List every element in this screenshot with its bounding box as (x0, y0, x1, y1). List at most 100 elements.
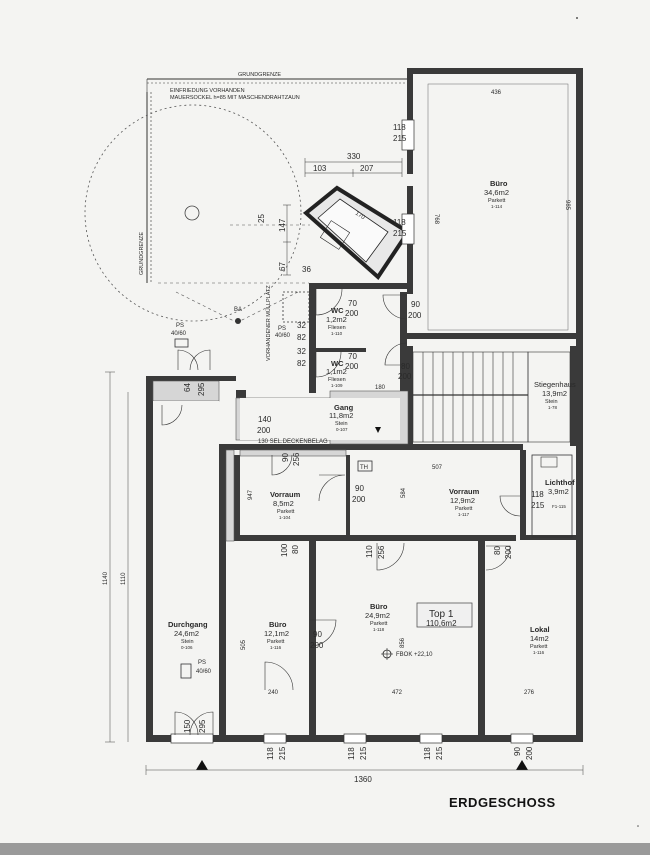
gang-interior (153, 398, 400, 735)
svg-text:14m2: 14m2 (530, 634, 549, 643)
dim-947: 947 (248, 489, 254, 500)
dim-70-b: 70 (348, 352, 357, 361)
th-box (357, 460, 373, 472)
dim-118-c: 118 (531, 490, 544, 499)
svg-text:0-107: 0-107 (336, 427, 348, 432)
annex-dim-lines (283, 158, 403, 276)
svg-text:13,9m2: 13,9m2 (542, 389, 567, 398)
dim-90-c: 90 (355, 484, 364, 493)
ps-label-durchgang: PS (198, 660, 206, 666)
dim-1360: 1360 (354, 775, 372, 784)
dim-82-a: 82 (297, 333, 306, 342)
entrance-arrow-icon (375, 427, 381, 433)
dim-200-b: 200 (345, 309, 359, 318)
grundgrenze-left-label: GRUNDGRENZE (139, 232, 145, 275)
dim-deckenbelag: 130 SEL.DECKENBELAG (258, 439, 328, 445)
dim-215-e: 215 (359, 746, 368, 760)
dim-90-b: 90 (281, 453, 290, 462)
ba-label: BA (234, 307, 242, 313)
einfriedung-label-1: EINFRIEDUNG VORHANDEN (170, 88, 245, 94)
tree-trunk-icon (184, 205, 200, 221)
dim-118-d: 118 (266, 747, 275, 760)
svg-text:1-118: 1-118 (373, 627, 385, 632)
lichthof-window (540, 456, 558, 468)
einfriedung-label-2: MAUERSOCKEL h=85 MIT MASCHENDRAHTZAUN (170, 95, 300, 101)
svg-text:Vorraum: Vorraum (449, 487, 480, 496)
muellplatz (282, 291, 310, 323)
svg-text:1-114: 1-114 (491, 204, 503, 209)
svg-text:Stein: Stein (335, 421, 348, 427)
dim-150: 150 (183, 719, 192, 733)
dim-200-g: 200 (504, 545, 513, 559)
dim-64: 64 (183, 383, 192, 392)
dim-472: 472 (392, 690, 403, 696)
dim-985: 985 (564, 200, 570, 211)
dim-147: 147 (278, 218, 287, 232)
svg-text:Büro: Büro (370, 602, 388, 611)
svg-text:12,1m2: 12,1m2 (264, 629, 289, 638)
courtyard-diagonal (175, 291, 237, 323)
svg-text:Stiegenhaus: Stiegenhaus (534, 380, 576, 389)
dim-207: 207 (360, 164, 374, 173)
dim-70-a: 70 (348, 299, 357, 308)
dim-118-f: 118 (423, 747, 432, 760)
room-label-durchgang: Durchgang 24,6m2 Stein 0-106 (168, 620, 208, 650)
svg-text:1-110: 1-110 (331, 331, 343, 336)
dim-80-a: 80 (401, 362, 410, 371)
dim-200-i: 200 (525, 746, 534, 760)
svg-text:Fliesen: Fliesen (328, 377, 346, 383)
svg-text:Büro: Büro (269, 620, 287, 629)
dim-90-e: 90 (513, 747, 522, 756)
dim-200-h: 200 (310, 641, 324, 650)
dim-36: 36 (302, 265, 311, 274)
svg-text:1,2m2: 1,2m2 (326, 315, 347, 324)
svg-text:1-109: 1-109 (331, 383, 343, 388)
dim-32-b: 32 (297, 347, 306, 356)
bottom-scan-edge (0, 843, 650, 855)
svg-text:Vorraum: Vorraum (270, 490, 301, 499)
svg-text:F1-115: F1-115 (552, 504, 566, 509)
ps-size-durchgang: 40/60 (196, 669, 212, 675)
room-label-vorraum-right: Vorraum 12,9m2 Parkett 1-117 (449, 487, 480, 517)
room-label-lichthof: Lichthof 3,9m2 F1-115 (545, 478, 575, 509)
room-label-lokal: Lokal 14m2 Parkett 1-116 (530, 625, 550, 655)
svg-text:11,8m2: 11,8m2 (329, 411, 353, 420)
entrance-arrow-icon (516, 760, 528, 770)
dim-100: 100 (280, 543, 289, 557)
dim-32-a: 32 (297, 321, 306, 330)
dim-200-c: 200 (345, 362, 359, 371)
svg-text:0-106: 0-106 (181, 645, 193, 650)
dim-80-c: 80 (291, 545, 300, 554)
dim-507: 507 (432, 465, 443, 471)
paper-speck (637, 825, 639, 827)
dim-295-a: 295 (197, 382, 206, 396)
dim-215-c: 215 (531, 501, 545, 510)
muellplatz-label: VORHANDENER MÜLLPLATZ (265, 285, 272, 361)
room-label-wc2: WC 1,1m2 Fliesen 1-109 (326, 359, 347, 388)
svg-text:Durchgang: Durchgang (168, 620, 208, 629)
ps-box-top (174, 338, 189, 348)
svg-text:Lokal: Lokal (530, 625, 550, 634)
ps-size-mid: 40/60 (275, 333, 291, 339)
room-label-buero-left: Büro 12,1m2 Parkett 1-116 (264, 620, 289, 650)
svg-text:Gang: Gang (334, 403, 354, 412)
room-label-gang: Gang 11,8m2 Stein 0-107 (329, 403, 354, 432)
door-swings (161, 288, 521, 736)
dim-180: 180 (375, 385, 386, 391)
dim-215-d: 215 (278, 746, 287, 760)
dim-436: 436 (491, 90, 502, 96)
top1-area: 110,6m2 (426, 619, 457, 628)
dim-1110: 1110 (121, 572, 127, 585)
dim-215-b: 215 (393, 229, 407, 238)
dim-215-a: 215 (393, 134, 407, 143)
th-label: TH (360, 465, 368, 471)
svg-text:1-116: 1-116 (270, 645, 282, 650)
dim-90-a: 90 (411, 300, 420, 309)
buero-top-inner (427, 83, 569, 331)
dim-200-a: 200 (408, 311, 422, 320)
room-label-wc1: WC 1,2m2 Fliesen 1-110 (326, 306, 347, 336)
entrance-arrow-icon (196, 760, 208, 770)
dim-200-d: 200 (398, 372, 412, 381)
svg-text:1-104: 1-104 (279, 515, 291, 520)
